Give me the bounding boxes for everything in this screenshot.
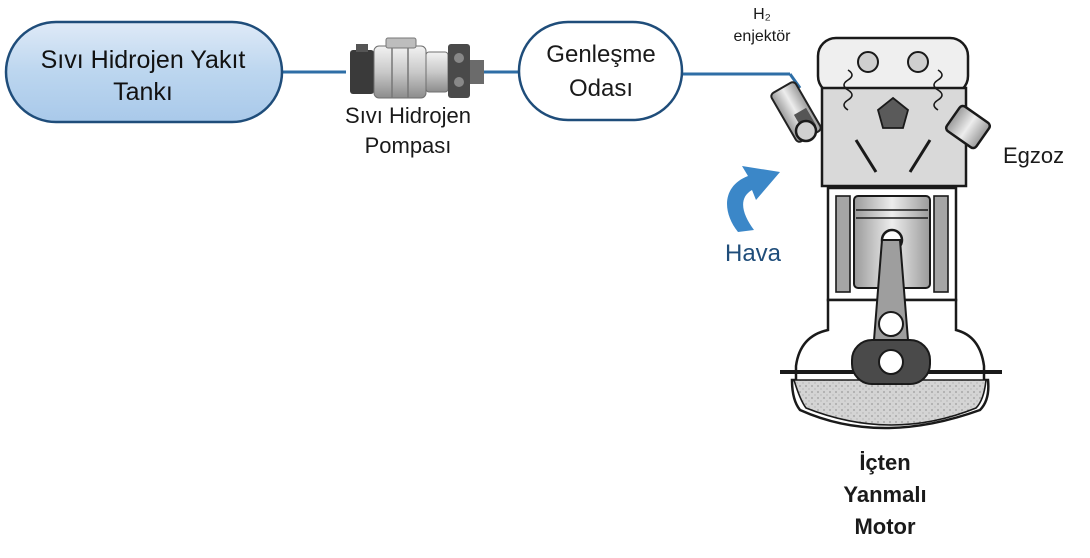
expansion-chamber [517, 20, 684, 122]
injector-caption-line1: H₂ [753, 6, 771, 23]
engine-illustration [780, 36, 1002, 430]
pump-caption: Sıvı Hidrojen Pompası [318, 101, 498, 161]
engine-caption-line3: Motor [854, 514, 916, 539]
air-label: Hava [725, 240, 782, 267]
tank-label-line2: Tankı [113, 78, 173, 106]
pump-caption-line2: Pompası [364, 133, 452, 158]
pipe-injector-drop [788, 73, 802, 89]
tank-label: Sıvı Hidrojen Yakıt Tankı [14, 44, 272, 108]
exhaust-label: Egzoz [1003, 143, 1065, 168]
tank-label-line1: Sıvı Hidrojen Yakıt [40, 46, 246, 74]
injector-caption-line2: enjektör [733, 28, 791, 45]
injector-caption: H₂ enjektör [712, 4, 812, 48]
chamber-label-line2: Odası [568, 75, 634, 102]
chamber-label: Genleşme Odası [516, 38, 686, 106]
fuel-tank [4, 20, 284, 124]
air-arrow-icon [727, 166, 780, 232]
engine-caption-line2: Yanmalı [843, 482, 927, 507]
engine-caption-line1: İçten [859, 450, 911, 475]
engine-caption: İçten Yanmalı Motor [830, 447, 940, 543]
pump-icon [350, 37, 484, 99]
chamber-label-line1: Genleşme [546, 41, 656, 68]
pump-caption-line1: Sıvı Hidrojen [345, 103, 471, 128]
